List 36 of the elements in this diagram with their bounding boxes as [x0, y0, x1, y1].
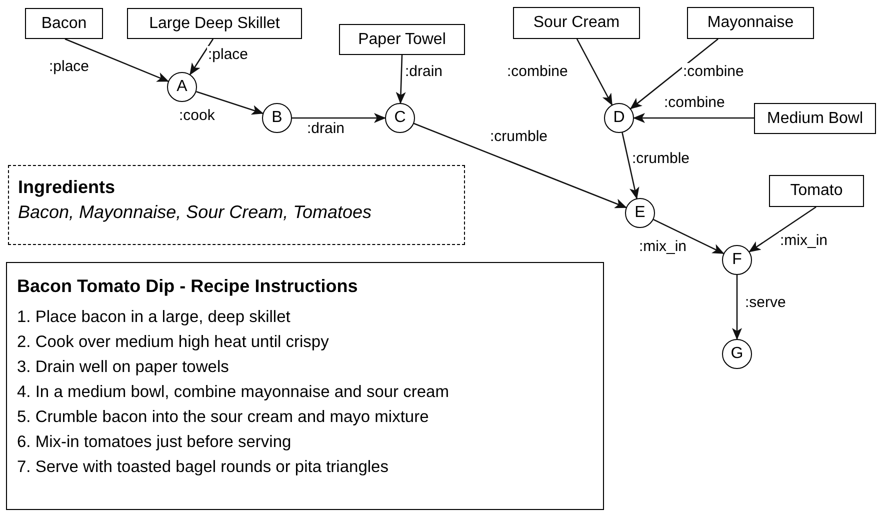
ingredients-panel: [8, 165, 465, 245]
item-box: Paper Towel: [339, 24, 465, 55]
arrow: [732, 275, 742, 340]
instruction-step: 4. In a medium bowl, combine mayonnaise and sour cream: [17, 380, 593, 405]
arrow: [414, 122, 627, 208]
instructions-panel: [6, 262, 604, 510]
arrow: [292, 113, 386, 123]
item-box: Mayonnaise: [687, 7, 814, 39]
panel-heading: Ingredients: [18, 176, 116, 198]
edge-label: :place: [207, 46, 250, 63]
instruction-step: 3. Drain well on paper towels: [17, 355, 593, 380]
arrow: [633, 113, 754, 123]
item-box: Bacon: [25, 8, 103, 39]
instruction-step: 7. Serve with toasted bagel rounds or pita triangles: [17, 455, 593, 480]
arrow: [748, 206, 816, 252]
edge-label: :mix_in: [779, 232, 829, 249]
arrow: [576, 38, 613, 106]
arrow: [622, 132, 640, 200]
edge-label: :mix_in: [638, 238, 688, 255]
ingredient-list: Bacon, Mayonnaise, Sour Cream, Tomatoes: [18, 201, 455, 223]
item-box: Sour Cream: [513, 7, 640, 39]
instruction-step: 1. Place bacon in a large, deep skillet: [17, 305, 593, 330]
edge-label: :place: [48, 58, 90, 75]
arrow: [653, 218, 724, 254]
instruction-step: 5. Crumble bacon into the sour cream and mayo mixture: [17, 405, 593, 430]
arrow: [630, 38, 718, 110]
arrow: [196, 91, 264, 115]
instruction-step: 6. Mix-in tomatoes just before serving: [17, 430, 593, 455]
arrow: [190, 38, 214, 76]
panel-heading: Bacon Tomato Dip - Recipe Instructions: [17, 275, 359, 297]
item-box: Large Deep Skillet: [127, 8, 302, 39]
item-box: Medium Bowl: [754, 103, 876, 134]
instruction-step: 2. Cook over medium high heat until crispy: [17, 330, 593, 355]
item-box: Tomato: [769, 175, 864, 207]
arrow: [64, 38, 170, 82]
arrow: [396, 54, 406, 104]
